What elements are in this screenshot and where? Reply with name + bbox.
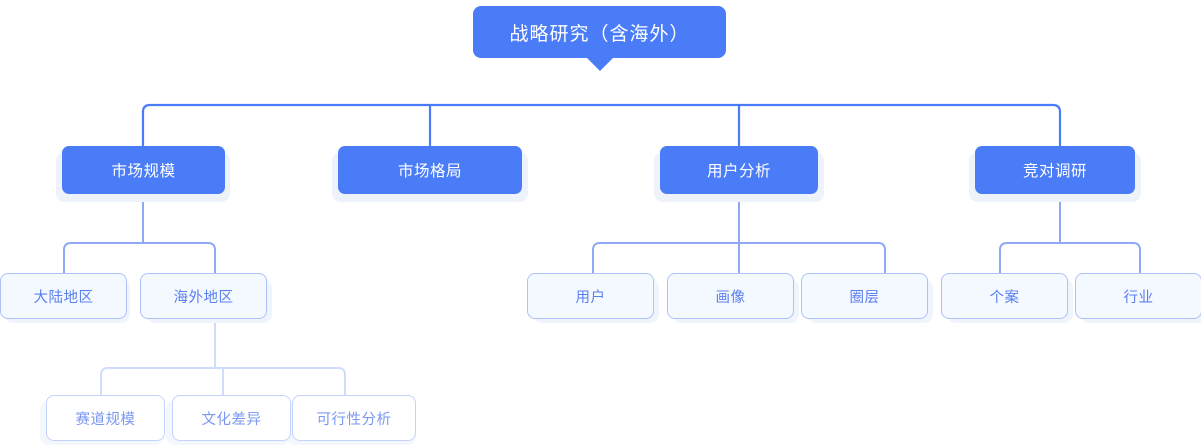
node-circle-layer-label: 圈层 (849, 289, 880, 306)
node-feasibility-analysis-label: 可行性分析 (316, 411, 392, 428)
node-cultural-difference-label: 文化差异 (201, 411, 262, 428)
node-mainland-region[interactable]: 大陆地区 (0, 273, 127, 319)
node-overseas-region[interactable]: 海外地区 (140, 273, 267, 319)
root-pointer-icon (585, 57, 614, 71)
node-case-study-label: 个案 (989, 289, 1020, 306)
node-user[interactable]: 用户 (527, 273, 654, 319)
connector-competitor-children (999, 199, 1141, 274)
node-root[interactable]: 战略研究（含海外） (473, 6, 726, 71)
node-circle-layer[interactable]: 圈层 (801, 273, 928, 319)
node-industry-label: 行业 (1123, 289, 1154, 306)
node-competitor-research-label: 竞对调研 (1022, 163, 1087, 180)
node-track-size[interactable]: 赛道规模 (46, 395, 165, 441)
node-industry[interactable]: 行业 (1075, 273, 1201, 319)
bus-root-to-level2 (141, 103, 1062, 148)
node-case-study[interactable]: 个案 (941, 273, 1068, 319)
node-market-size[interactable]: 市场规模 (62, 146, 225, 194)
node-persona[interactable]: 画像 (667, 273, 794, 319)
node-mainland-region-label: 大陆地区 (33, 289, 94, 306)
node-market-size-label: 市场规模 (111, 163, 176, 180)
node-root-label: 战略研究（含海外） (509, 23, 690, 45)
node-market-landscape-label: 市场格局 (397, 163, 462, 180)
node-persona-label: 画像 (715, 289, 746, 306)
node-track-size-label: 赛道规模 (75, 411, 136, 428)
node-feasibility-analysis[interactable]: 可行性分析 (292, 395, 416, 441)
connector-market-size-children (63, 199, 216, 274)
node-user-analysis-label: 用户分析 (706, 163, 771, 180)
node-user-label: 用户 (575, 289, 606, 306)
connector-user-analysis-children (592, 199, 886, 274)
node-competitor-research[interactable]: 竞对调研 (975, 146, 1135, 194)
node-user-analysis[interactable]: 用户分析 (660, 146, 818, 194)
node-market-landscape[interactable]: 市场格局 (338, 146, 522, 194)
connector-overseas-children (100, 321, 346, 396)
node-overseas-region-label: 海外地区 (173, 289, 234, 306)
node-cultural-difference[interactable]: 文化差异 (172, 395, 291, 441)
